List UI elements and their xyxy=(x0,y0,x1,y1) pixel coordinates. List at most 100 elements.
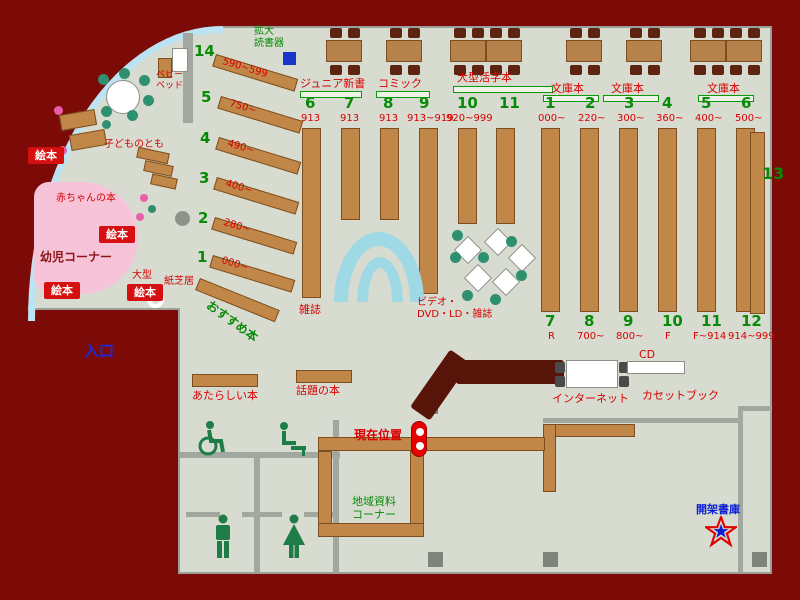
pillar xyxy=(752,552,767,567)
magnifier-label: 拡大 読書器 xyxy=(254,26,284,49)
shelf xyxy=(318,437,545,451)
topic-books-shelf xyxy=(296,370,352,383)
shelf-range: 300~ xyxy=(617,113,645,124)
bookshelf xyxy=(619,128,638,312)
womens-toilet-icon xyxy=(281,514,307,564)
display-rack xyxy=(698,95,754,102)
chair xyxy=(348,28,360,38)
video-corner-label: ビデオ・ DVD・LD・雑誌 xyxy=(417,297,493,320)
chair-dot xyxy=(478,252,489,263)
shelf-13-number: 13 xyxy=(762,164,785,183)
mens-toilet-icon xyxy=(212,514,234,564)
shelf-number: 10 xyxy=(662,312,683,330)
chair xyxy=(712,28,724,38)
bookshelf xyxy=(580,128,599,312)
baby-bed xyxy=(172,48,188,72)
chair xyxy=(648,65,660,75)
internet-label: インターネット xyxy=(552,392,629,405)
current-location-label: 現在位置 xyxy=(354,428,403,442)
shelf-range: 913 xyxy=(340,113,360,124)
wall xyxy=(543,418,739,423)
curved-bench-outer xyxy=(334,232,424,302)
chair xyxy=(330,28,342,38)
shelf-range: 914~999 xyxy=(728,331,775,342)
reading-table xyxy=(566,28,602,75)
bookshelf xyxy=(380,128,399,220)
section-junior-label: ジュニア新書 xyxy=(300,77,366,90)
chair-dot xyxy=(506,236,517,247)
cd-shelf xyxy=(627,361,685,374)
display-rack xyxy=(300,91,362,98)
shelf-number: 7 xyxy=(344,94,355,112)
display-rack xyxy=(543,95,599,102)
chair xyxy=(712,65,724,75)
shelf-number: 5 xyxy=(201,88,212,106)
shelf-range: 913 xyxy=(379,113,399,124)
ehon-sign: 絵本 xyxy=(44,282,80,299)
shelf-number: 11 xyxy=(701,312,722,330)
section-comic-label: コミック xyxy=(378,77,422,90)
shelf-number: 10 xyxy=(457,94,478,112)
bookshelf xyxy=(658,128,677,312)
pillar xyxy=(428,552,443,567)
pillar-round xyxy=(175,211,190,226)
wall xyxy=(242,512,282,517)
shelf-number: 8 xyxy=(584,312,595,330)
bookshelf xyxy=(541,128,560,312)
chair xyxy=(330,65,342,75)
chair xyxy=(619,362,629,373)
kodomo-label: 子どものとも xyxy=(104,139,164,150)
chair xyxy=(472,65,484,75)
shelf-range: 400~ xyxy=(695,113,723,124)
chair xyxy=(508,65,520,75)
chair xyxy=(454,65,466,75)
wall xyxy=(186,512,220,517)
chair xyxy=(472,28,484,38)
magnifier-device-icon xyxy=(283,52,296,65)
stool-dot xyxy=(102,120,111,129)
display-rack xyxy=(603,95,659,102)
shelf-number: 6 xyxy=(305,94,316,112)
shelf-range: 700~ xyxy=(577,331,605,342)
chair xyxy=(730,28,742,38)
chair-dot xyxy=(143,95,154,106)
wall-bookshelf-13 xyxy=(750,132,765,314)
wall xyxy=(254,517,260,572)
display-rack xyxy=(376,91,430,98)
chair xyxy=(348,65,360,75)
shelf-range: 000~ xyxy=(538,113,566,124)
shelf-number: 3 xyxy=(199,169,210,187)
cassette-label: カセットブック xyxy=(642,389,719,402)
section-bunko-label: 文庫本 xyxy=(551,82,584,95)
internet-table xyxy=(566,360,618,388)
chair-dot xyxy=(450,252,461,263)
shelf-number: 2 xyxy=(198,209,209,227)
reading-table xyxy=(626,28,662,75)
cd-label: CD xyxy=(639,348,656,361)
baby-bed-shelf xyxy=(158,58,172,78)
wall xyxy=(180,452,340,458)
chair xyxy=(748,28,760,38)
baby-books-label: 赤ちゃんの本 xyxy=(56,193,116,204)
reading-table xyxy=(326,28,362,75)
baby-bed-label: ベビー ベッド xyxy=(156,70,184,91)
shelf-number: 2 xyxy=(585,94,596,112)
open-stacks-star-icon xyxy=(702,513,740,552)
display-rack xyxy=(453,86,553,93)
toy-dot xyxy=(148,205,156,213)
chair-dot xyxy=(462,290,473,301)
chair xyxy=(588,65,600,75)
chair xyxy=(570,65,582,75)
chair-dot xyxy=(98,74,109,85)
toy-dot xyxy=(136,213,144,221)
new-books-shelf xyxy=(192,374,258,387)
shelf-number: 4 xyxy=(200,129,211,147)
shelf-number: 1 xyxy=(545,94,556,112)
toy-dot xyxy=(140,194,148,202)
shelf-number: 9 xyxy=(623,312,634,330)
shelf-range: F~914 xyxy=(693,331,727,342)
reading-table xyxy=(386,28,422,75)
shelf-range: 360~ xyxy=(656,113,684,124)
shelf-number: 4 xyxy=(662,94,673,112)
chair-dot xyxy=(490,294,501,305)
